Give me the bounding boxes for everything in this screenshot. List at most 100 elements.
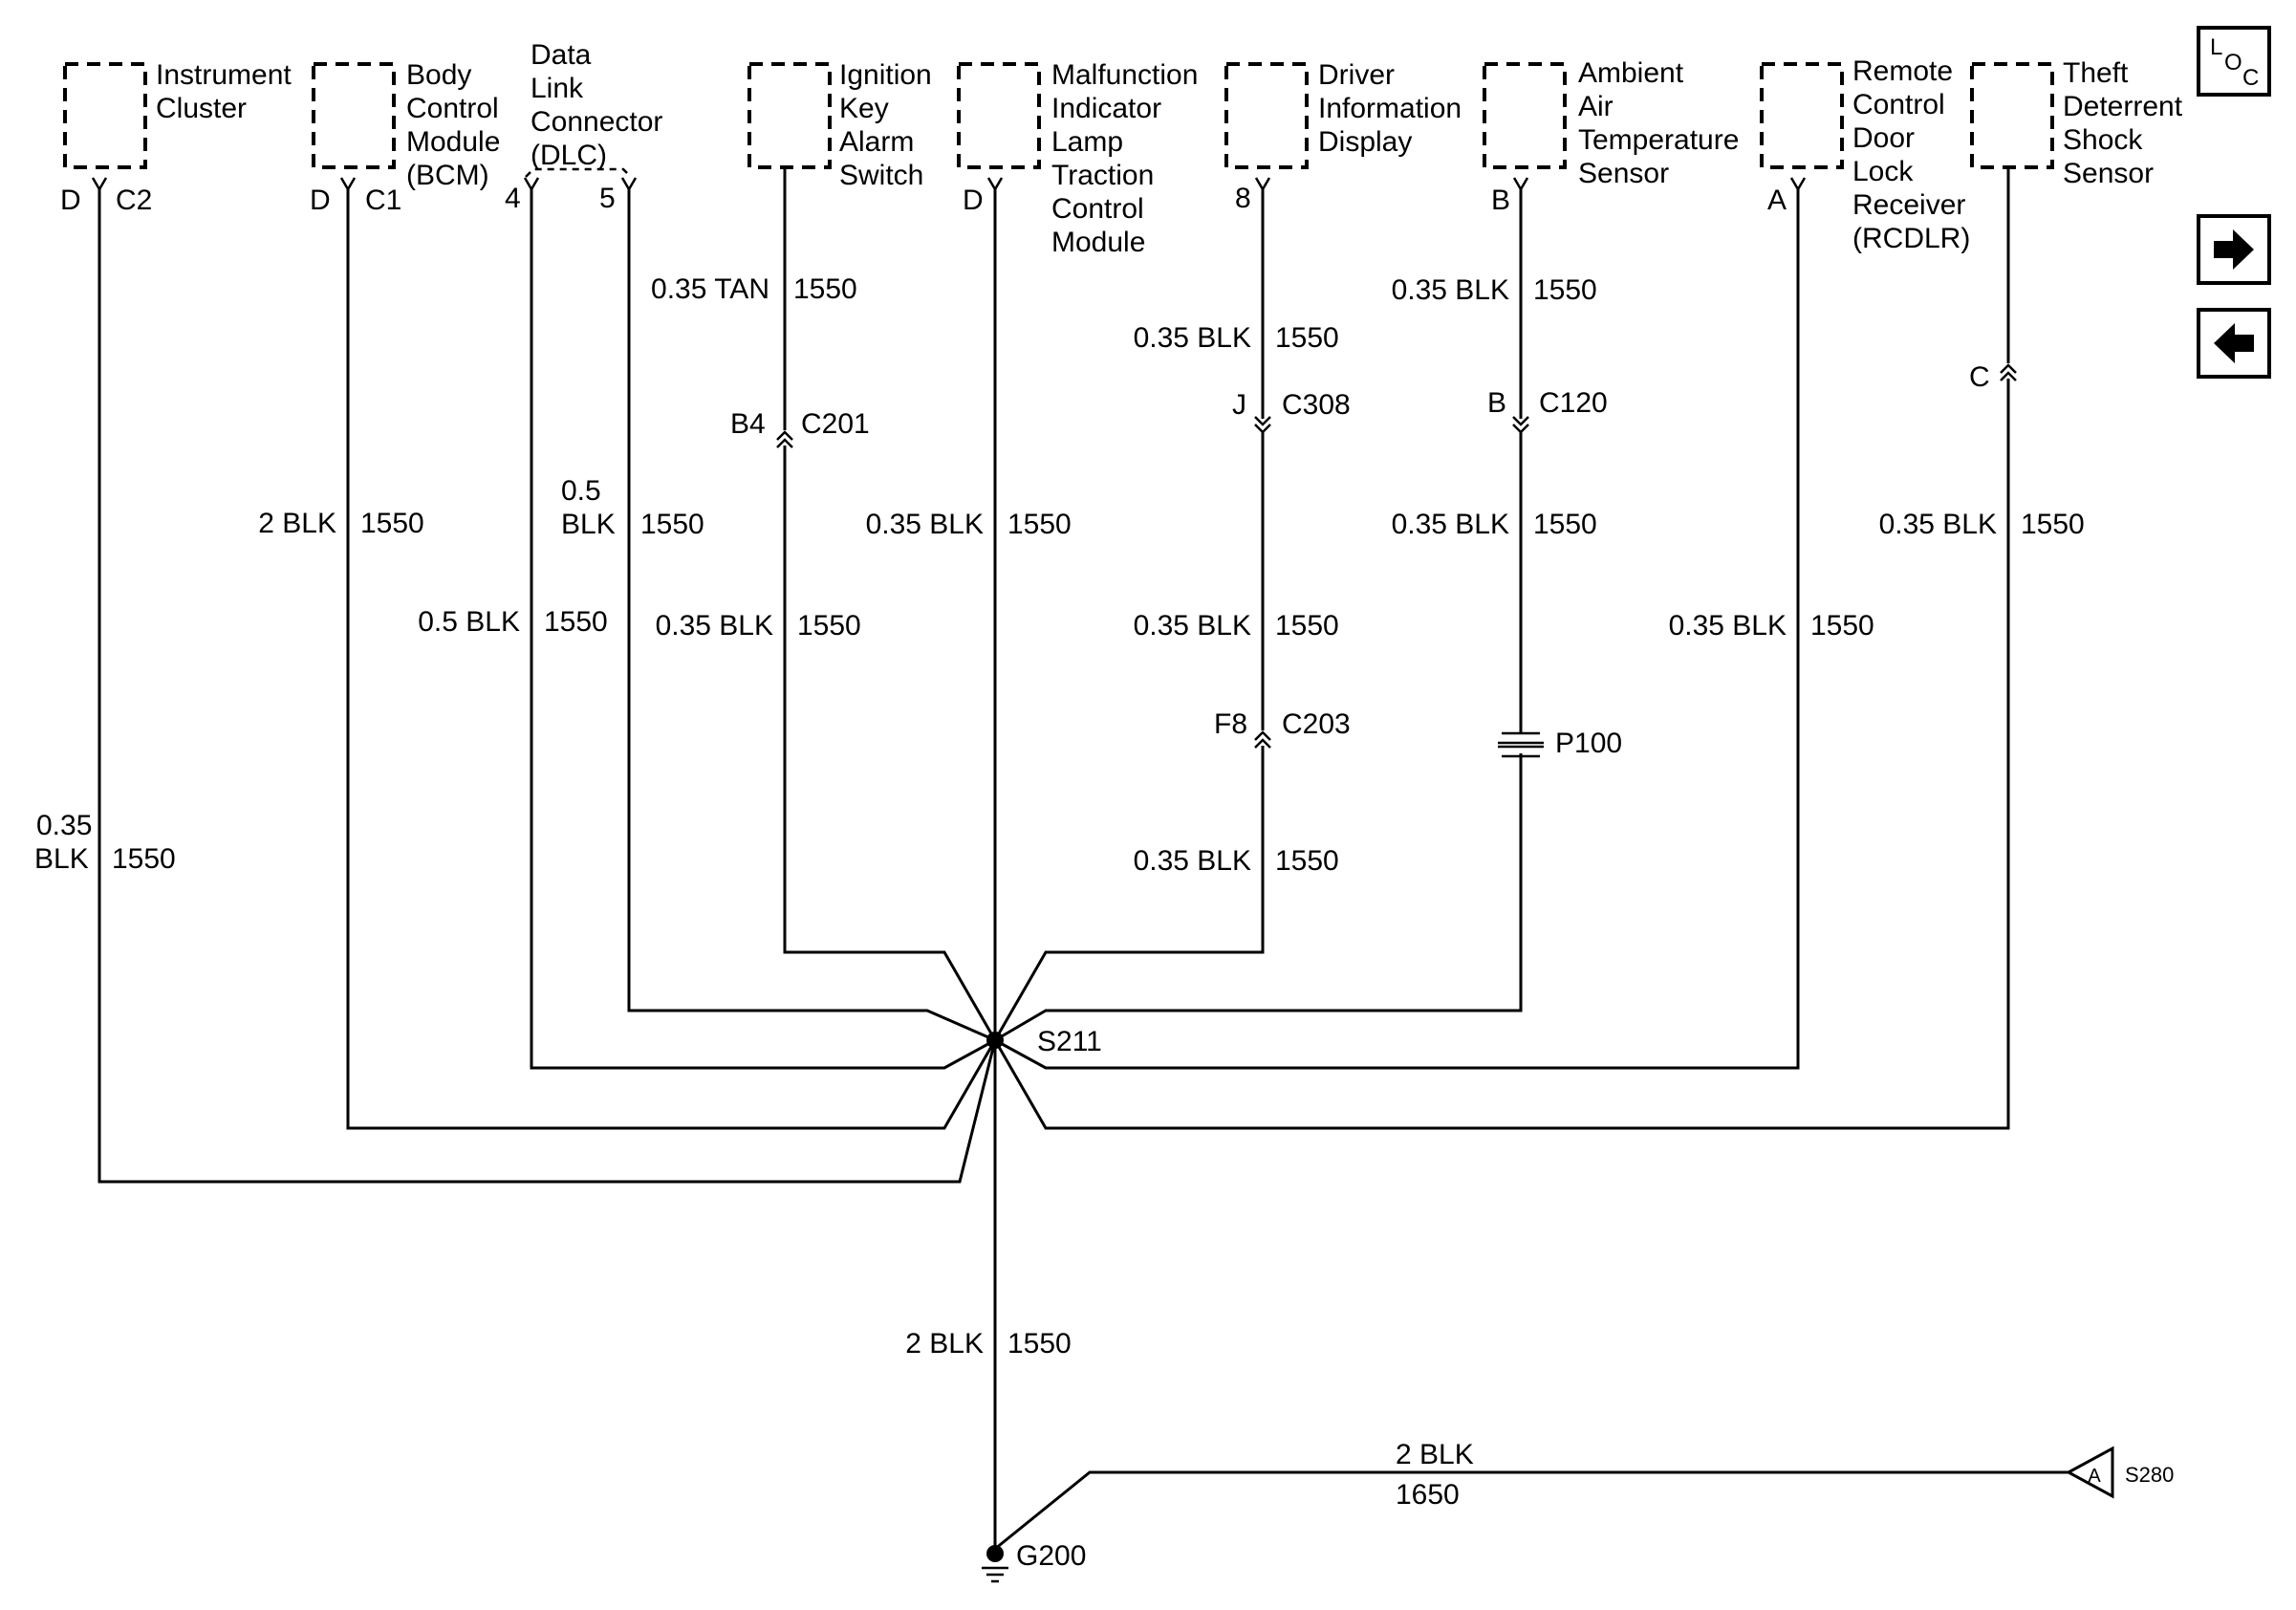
rcdlr-label: Remote Control Door Lock Receiver (RCDLR…	[1852, 55, 1974, 254]
rcdlr-terminal-mark	[1789, 177, 1807, 192]
wire-label-ic-circuit: 1550	[112, 843, 176, 875]
bcm-box	[312, 62, 396, 169]
c120-connector-mark	[1512, 416, 1529, 434]
wire-label-dic-upper-circuit: 1550	[1275, 322, 1339, 354]
dic-terminal-mark	[1254, 177, 1271, 192]
theft-connector-pin-label: C	[1969, 361, 1990, 393]
ambient-sensor-box	[1483, 62, 1567, 169]
ic-terminal-mark	[91, 177, 108, 192]
wire-label-ignition-lower-circuit: 1550	[797, 610, 861, 642]
loc-letter-l: L	[2210, 34, 2222, 60]
wire-label-rcdlr-circuit: 1550	[1810, 610, 1874, 642]
wire-theft-lower	[993, 379, 2010, 1130]
wire-label-dlc4-spec: 0.5 BLK	[418, 606, 520, 638]
wire-label-ignition-lower-spec: 0.35 BLK	[656, 610, 773, 642]
wire-label-ic-color: BLK	[34, 843, 89, 875]
wire-label-dic-lower-spec: 0.35 BLK	[1134, 845, 1251, 877]
wire-label-ic-size: 0.35	[36, 810, 92, 841]
c308-label: C308	[1282, 389, 1351, 421]
ground-g200-label: G200	[1016, 1540, 1086, 1572]
offpage-reference-label: S280	[2125, 1463, 2174, 1487]
wire-label-dlc5-color: BLK	[561, 509, 616, 540]
offpage-reference-triangle	[2065, 1446, 2114, 1499]
c203-label: C203	[1282, 708, 1351, 740]
dlc-pin4-terminal-mark	[523, 177, 540, 192]
wire-label-ambient-upper-spec: 0.35 BLK	[1392, 274, 1509, 306]
dlc-pin4-label: 4	[505, 183, 521, 214]
ambient-sensor-label: Ambient Air Temperature Sensor	[1578, 57, 1747, 189]
p100-label: P100	[1555, 728, 1622, 759]
wire-label-dic-middle-spec: 0.35 BLK	[1134, 610, 1251, 642]
ignition-key-box	[747, 62, 832, 169]
component-location-button[interactable]: L O C	[2197, 26, 2271, 97]
bcm-label: Body Control Module (BCM)	[406, 59, 509, 191]
wire-label-ambient-lower-circuit: 1550	[1533, 509, 1597, 540]
wire-label-ground-spec: 2 BLK	[905, 1328, 984, 1360]
wire-label-ignition-upper-circuit: 1550	[793, 273, 857, 305]
mil-tcm-box	[957, 62, 1041, 169]
wire-rcdlr	[994, 189, 1800, 1070]
splice-s211-dot	[986, 1032, 1004, 1049]
rcdlr-pin-label: A	[1767, 185, 1787, 216]
instrument-cluster-label: Instrument Cluster	[156, 59, 299, 124]
wire-label-ambient-upper-circuit: 1550	[1533, 274, 1597, 306]
wire-label-dic-upper-spec: 0.35 BLK	[1134, 322, 1251, 354]
c201-label: C201	[801, 408, 870, 440]
wire-dic-lower	[993, 746, 1265, 1041]
dic-label: Driver Information Display	[1318, 59, 1469, 158]
wire-ambient-lower	[994, 753, 1523, 1042]
wire-label-ambient-lower-spec: 0.35 BLK	[1392, 509, 1509, 540]
rcdlr-box	[1760, 62, 1844, 169]
bcm-pin-label: D	[310, 185, 331, 216]
c203-pin-label: F8	[1214, 708, 1247, 740]
wire-label-dic-lower-circuit: 1550	[1275, 845, 1339, 877]
dlc-label: Data Link Connector (DLC)	[531, 39, 671, 171]
splice-s211-label: S211	[1037, 1026, 1102, 1057]
ground-g200-dot	[986, 1545, 1004, 1562]
wire-label-bcm-spec: 2 BLK	[258, 508, 336, 539]
ic-pin-label: D	[60, 185, 81, 216]
theft-sensor-box	[1970, 62, 2054, 169]
theft-sensor-label: Theft Deterrent Shock Sensor	[2063, 57, 2190, 189]
dic-box	[1224, 62, 1309, 169]
wire-s280-branch	[994, 1470, 2069, 1551]
theft-connector-mark	[2000, 363, 2017, 381]
mil-pin-label: D	[963, 185, 984, 216]
c308-pin-label: J	[1232, 389, 1246, 421]
wire-label-theft-circuit: 1550	[2021, 509, 2085, 540]
wire-label-mil-circuit: 1550	[1007, 509, 1072, 540]
ambient-pin-label: B	[1491, 185, 1510, 216]
ignition-key-label: Ignition Key Alarm Switch	[839, 59, 940, 191]
dlc-pin5-terminal-mark	[620, 177, 638, 192]
wire-label-ground-circuit: 1550	[1007, 1328, 1072, 1360]
mil-tcm-label: Malfunction Indicator Lamp Traction Cont…	[1051, 59, 1206, 258]
arrow-left-icon[interactable]	[2197, 308, 2271, 379]
c201-pin-label: B4	[730, 408, 766, 440]
wire-label-dlc4-circuit: 1550	[544, 606, 608, 638]
wire-label-dlc5-circuit: 1550	[640, 509, 704, 540]
offpage-reference-letter: A	[2088, 1466, 2101, 1487]
p100-passthrough-mark	[1498, 731, 1544, 758]
wire-label-dlc5-size: 0.5	[561, 475, 601, 507]
arrow-right-icon[interactable]	[2197, 214, 2271, 285]
ic-connector-label: C2	[116, 185, 152, 216]
wire-ignition-lower	[783, 446, 997, 1041]
wire-instrument-cluster	[97, 189, 997, 1184]
mil-terminal-mark	[986, 177, 1004, 192]
c120-pin-label: B	[1487, 387, 1506, 419]
c203-connector-mark	[1254, 730, 1271, 749]
c308-connector-mark	[1254, 416, 1271, 434]
ground-icon	[982, 1566, 1008, 1583]
bcm-connector-label: C1	[365, 185, 401, 216]
wire-label-mil-spec: 0.35 BLK	[866, 509, 984, 540]
bcm-terminal-mark	[339, 177, 357, 192]
c120-label: C120	[1539, 387, 1608, 419]
loc-letter-o: O	[2224, 50, 2242, 76]
wire-label-bcm-circuit: 1550	[360, 508, 424, 539]
wire-label-ignition-upper-spec: 0.35 TAN	[651, 273, 769, 305]
ambient-terminal-mark	[1512, 177, 1529, 192]
wire-label-s280-circuit: 1650	[1396, 1479, 1460, 1511]
wire-dlc-pin5	[627, 189, 996, 1042]
wire-label-dic-middle-circuit: 1550	[1275, 610, 1339, 642]
